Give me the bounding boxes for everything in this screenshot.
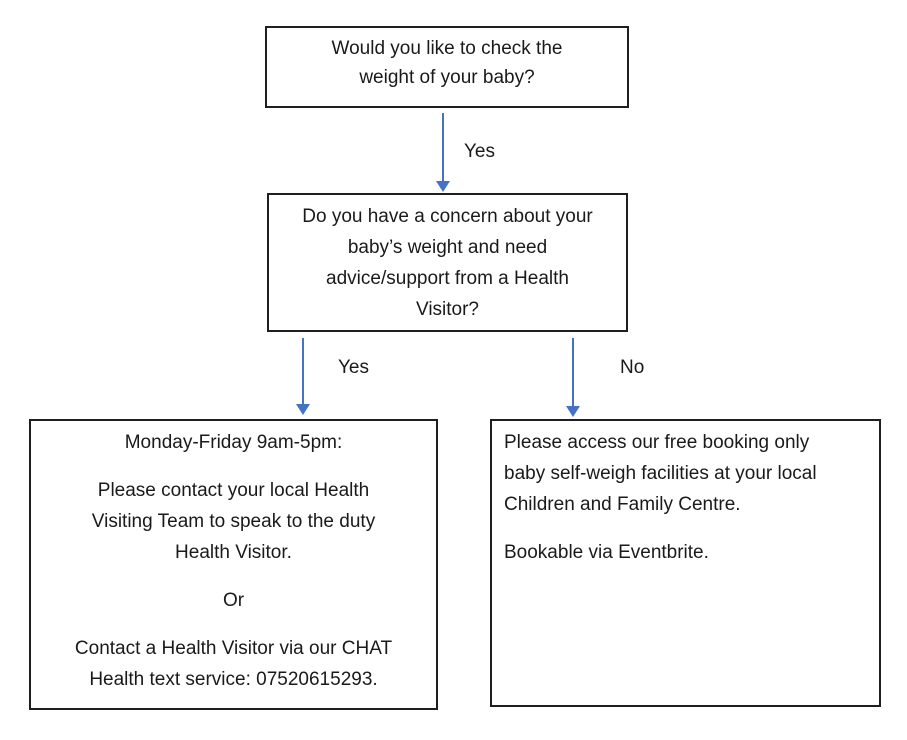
node-text-line: Bookable via Eventbrite. <box>504 542 709 563</box>
node-result-self-weigh: Please access our free booking only baby… <box>490 419 881 707</box>
node-text-line: weight of your baby? <box>359 67 535 88</box>
edge-label-no-right: No <box>620 357 645 378</box>
node-text-line: Health text service: 07520615293. <box>89 669 378 690</box>
node-text-line: Children and Family Centre. <box>504 494 741 515</box>
node-text-line: advice/support from a Health <box>326 268 569 289</box>
node-text-line: Contact a Health Visitor via our CHAT <box>74 638 393 659</box>
edge-label-yes-left: Yes <box>338 357 369 378</box>
node-question-check-weight: Would you like to check the weight of yo… <box>265 26 629 108</box>
node-text-line: Please contact your local Health <box>97 480 370 501</box>
node-paragraph: Monday-Friday 9am-5pm: <box>41 427 426 458</box>
node-text-line: baby self-weigh facilities at your local <box>504 463 817 484</box>
node-text-line: baby’s weight and need <box>347 237 548 258</box>
node-text-line: Health Visitor. <box>175 542 292 563</box>
arrow-shaft <box>572 338 574 407</box>
node-text-line: Monday-Friday 9am-5pm: <box>124 432 343 453</box>
edge-label-yes-top: Yes <box>464 141 495 162</box>
node-text-line: Would you like to check the <box>331 38 563 59</box>
arrow-head-icon <box>566 406 580 417</box>
node-text-line: Visiting Team to speak to the duty <box>91 511 376 532</box>
node-text-line: Please access our free booking only <box>504 432 810 453</box>
node-paragraph: Or <box>41 585 426 616</box>
node-paragraph: Please access our free booking only baby… <box>504 427 869 520</box>
node-result-contact-health-visitor: Monday-Friday 9am-5pm: Please contact yo… <box>29 419 438 710</box>
node-paragraph: Please contact your local Health Visitin… <box>41 475 426 568</box>
arrow-shaft <box>442 113 444 182</box>
arrow-head-icon <box>436 181 450 192</box>
arrow-shaft <box>302 338 304 405</box>
node-text-line: Or <box>222 590 245 611</box>
node-question-concern: Do you have a concern about your baby’s … <box>267 193 628 332</box>
node-text-line: Do you have a concern about your <box>302 206 593 227</box>
node-text-line: Visitor? <box>415 299 479 320</box>
node-paragraph: Contact a Health Visitor via our CHAT He… <box>41 633 426 695</box>
arrow-head-icon <box>296 404 310 415</box>
node-paragraph: Bookable via Eventbrite. <box>504 537 869 568</box>
